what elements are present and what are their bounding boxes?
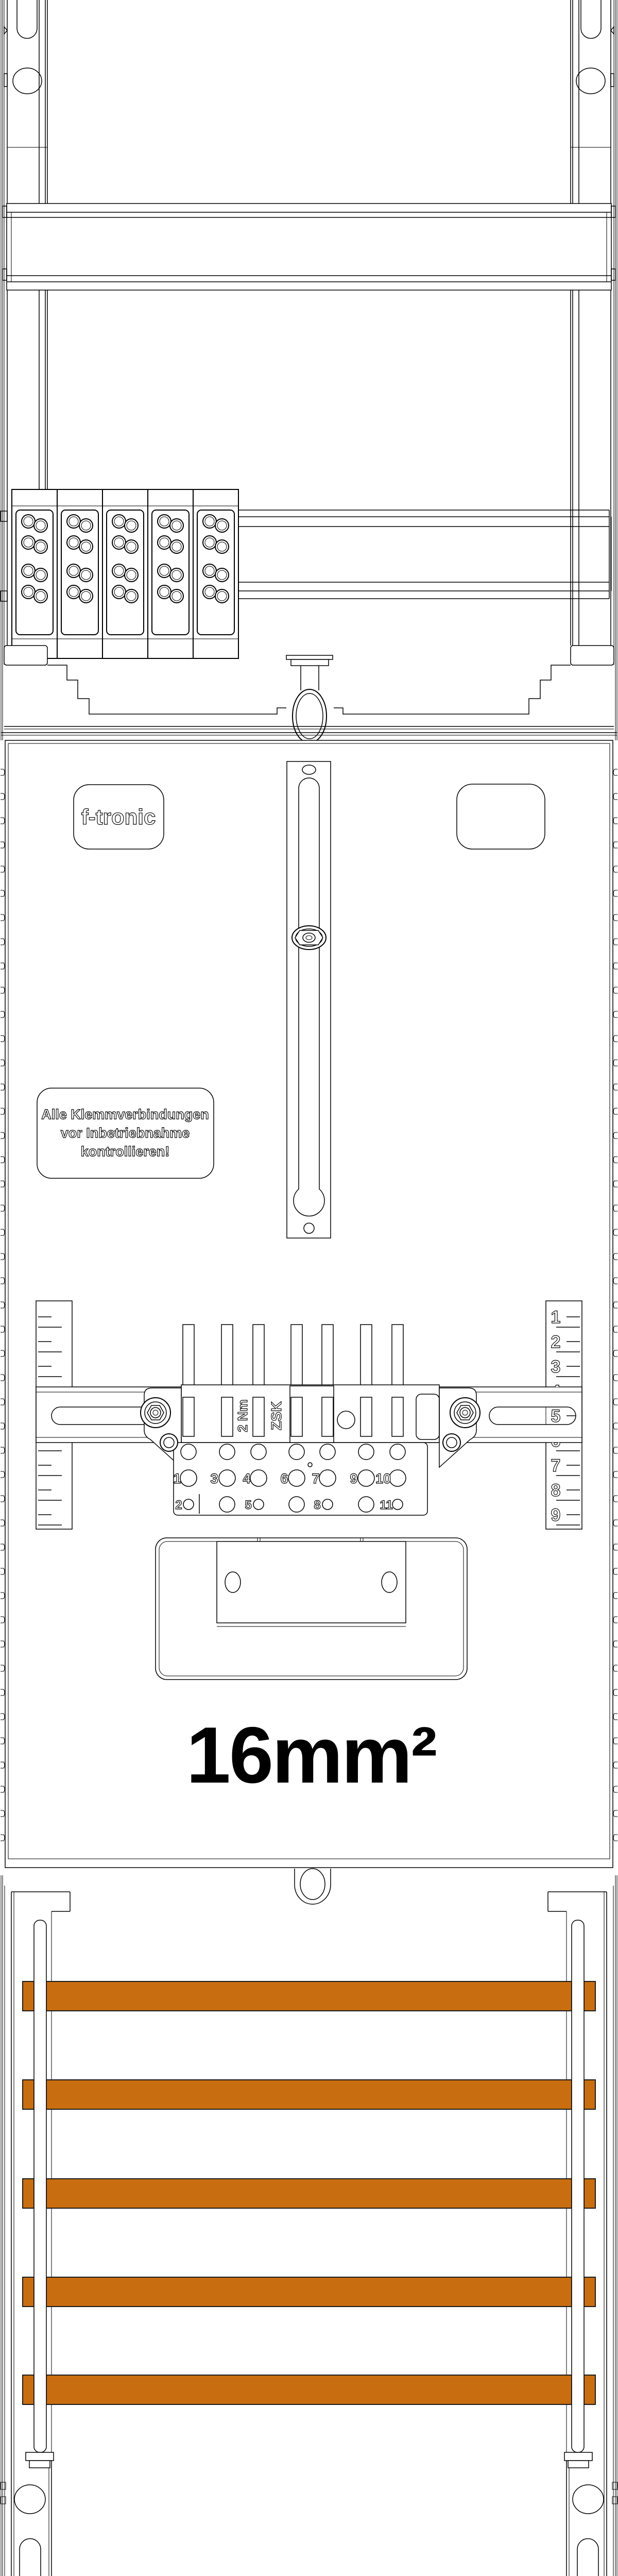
brand-logo-plate: f-tronic	[73, 784, 164, 850]
left-small-boss	[160, 1433, 178, 1452]
scale-mark-2: 2	[551, 1332, 561, 1352]
right-mounting-rail	[570, 0, 614, 646]
keyhole-slot	[16, 0, 38, 39]
frame-transition	[1, 645, 617, 743]
hole-label-7: 7	[312, 1471, 319, 1486]
center-window	[289, 1385, 334, 1443]
keyhole-slot	[580, 0, 602, 39]
upper-crossbar	[2, 203, 616, 291]
left-edge-strips	[1, 0, 5, 740]
right-edge-strips	[613, 0, 617, 740]
cover-plate	[155, 1537, 468, 1680]
clip-mark	[610, 73, 614, 87]
clip-arrow	[610, 25, 614, 36]
right-small-boss	[442, 1433, 461, 1452]
torque-label: 2 Nm	[235, 1399, 250, 1432]
right-clip-teeth	[612, 765, 618, 1855]
terminal-holes-row-top	[180, 1444, 406, 1460]
scale-mark-6-bottom: 6	[551, 1431, 561, 1451]
hole-label-1: 1	[173, 1471, 181, 1486]
hole-label-8: 8	[314, 1498, 320, 1512]
hole-label-9: 9	[350, 1471, 357, 1486]
cover-tray	[216, 1538, 406, 1627]
mounting-hole	[12, 67, 42, 94]
center-latch[interactable]	[286, 655, 333, 743]
busbars	[22, 1981, 596, 2405]
mounting-hole	[572, 2484, 604, 2514]
clip-mark	[0, 511, 8, 522]
tray-hole-right	[381, 1571, 398, 1593]
busbar-2	[22, 2079, 596, 2110]
wire-size-label: 16mm²	[186, 1710, 436, 1800]
busbar-1	[22, 1981, 596, 2011]
clip-arrow	[4, 25, 8, 36]
scale-mark-3: 3	[551, 1357, 561, 1377]
bottom-busbar-frame	[0, 1868, 618, 2576]
right-bottom-profile	[547, 1891, 607, 2576]
top-mounting-frame	[0, 0, 617, 743]
terminal-holes-row-mid: 1 3 4 6 7 9 10	[173, 1469, 406, 1487]
terminal-block-5pole	[11, 489, 239, 659]
left-edge-strips-bottom	[0, 1875, 6, 2576]
mounting-hole	[576, 67, 606, 94]
scale-mark-4-top: 4	[551, 1382, 561, 1401]
middle-panel: f-tronic Alle Klemmverbindungen vor Inbe…	[0, 740, 618, 1868]
brand-logo-text: f-tronic	[81, 805, 156, 829]
right-busbar-rail	[564, 1920, 593, 2468]
hole-label-4: 4	[243, 1471, 250, 1486]
slider-screw[interactable]	[291, 925, 327, 950]
clip-mark	[4, 73, 8, 87]
hole-label-11: 11	[380, 1498, 392, 1512]
right-edge-strips-bottom	[612, 1875, 618, 2576]
warning-line-1: Alle Klemmverbindungen	[41, 1107, 209, 1122]
terminal-holes-row-bottom: 2 5 8 11	[175, 1494, 403, 1514]
left-clip-teeth	[0, 765, 6, 1855]
warning-line-2: vor Inbetriebnahme	[61, 1125, 190, 1141]
left-screw-boss[interactable]	[140, 1397, 171, 1428]
zsk-terminal-unit: 1 2 3 4 7 8 9	[36, 1300, 582, 1530]
zsk-body: 2 Nm ZSK 1 3 4	[140, 1384, 480, 1516]
right-screw-boss[interactable]	[450, 1397, 480, 1428]
scale-mark-5: 5	[551, 1406, 561, 1426]
busbar-4	[22, 2277, 596, 2307]
hole-label-10: 10	[375, 1471, 391, 1486]
rail-slot-right	[489, 1406, 576, 1425]
hole-label-2: 2	[175, 1498, 182, 1512]
scale-mark-7: 7	[551, 1456, 561, 1476]
busbar-5	[22, 2375, 596, 2405]
keyhole-slot	[19, 2538, 41, 2576]
blank-plate	[456, 784, 545, 850]
terminal-pins	[182, 1324, 404, 1387]
bottom-center-latch[interactable]	[294, 1868, 331, 1905]
keyhole-slot	[577, 2538, 599, 2576]
warning-label: Alle Klemmverbindungen vor Inbetriebnahm…	[37, 1088, 214, 1179]
warning-line-3: kontrollieren!	[81, 1144, 170, 1159]
adjustment-slider[interactable]	[286, 761, 331, 1239]
model-label: ZSK	[268, 1401, 284, 1430]
busbar-3	[22, 2178, 596, 2209]
scale-mark-9: 9	[551, 1505, 561, 1525]
hole-label-5: 5	[245, 1498, 251, 1512]
scale-mark-1: 1	[551, 1308, 561, 1327]
hole-label-6: 6	[280, 1471, 288, 1486]
slider-slot	[293, 777, 325, 1217]
hole-label-3: 3	[210, 1471, 218, 1486]
scale-mark-8: 8	[551, 1481, 561, 1500]
mounting-hole	[14, 2484, 46, 2514]
tray-hole-left	[225, 1571, 241, 1593]
left-busbar-rail	[25, 1920, 54, 2468]
clip-mark	[0, 590, 8, 602]
din-rail-top	[0, 510, 612, 602]
